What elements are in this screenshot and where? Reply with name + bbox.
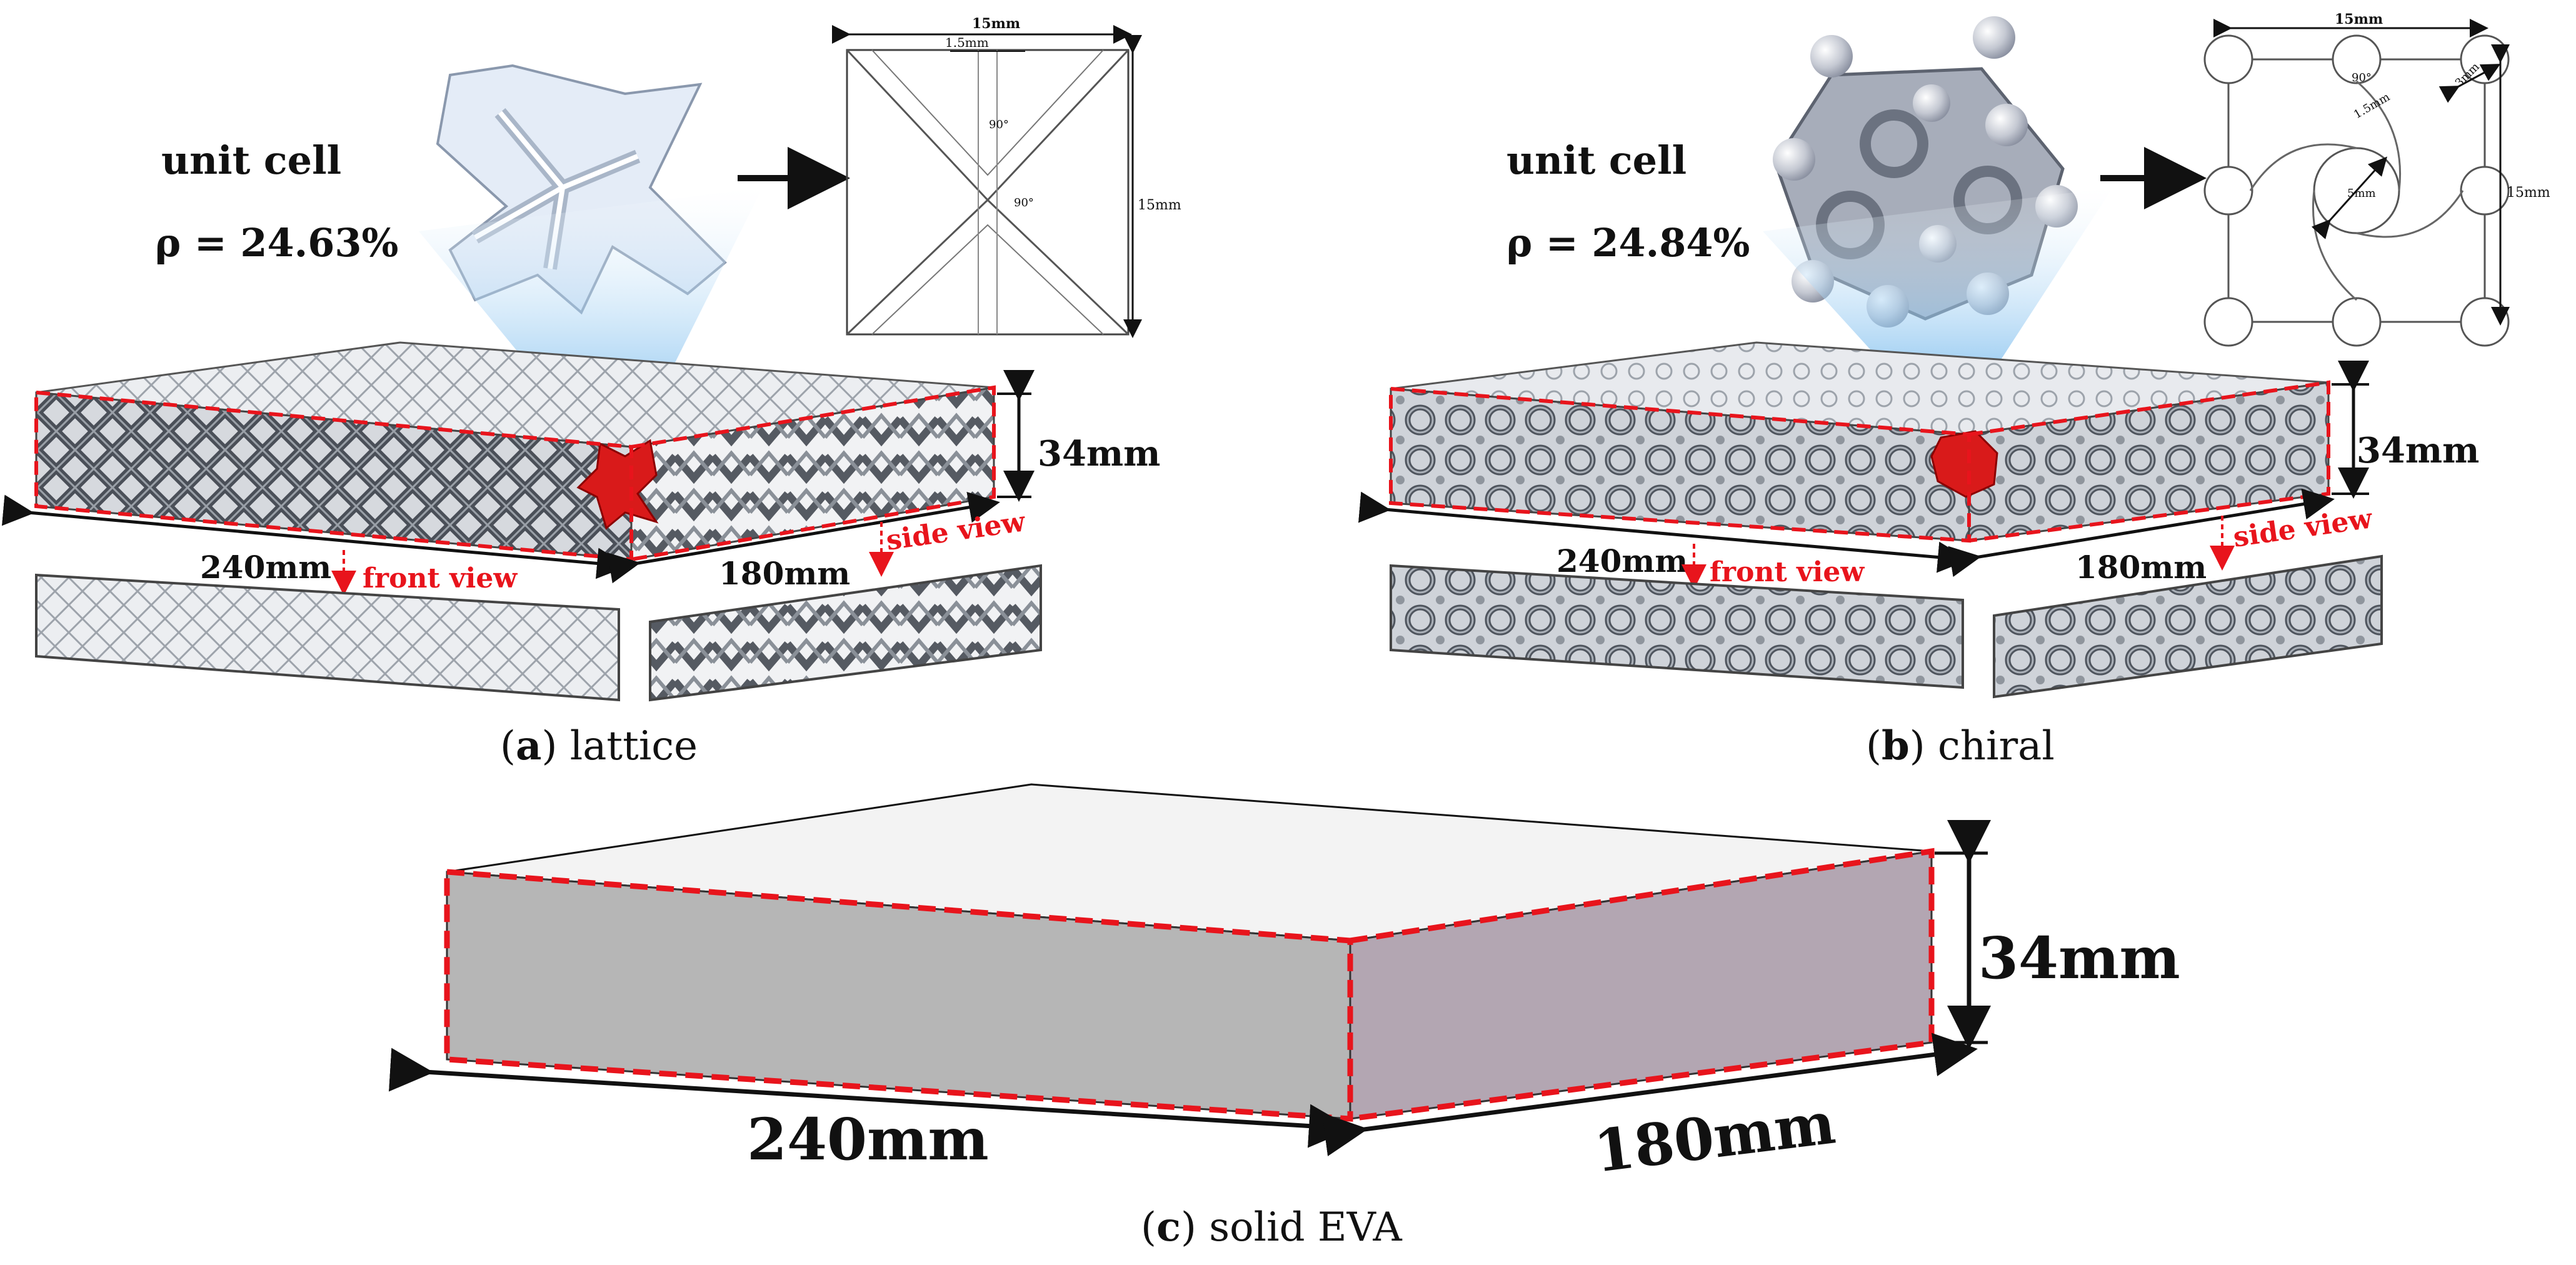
panel-b-unit-cell-drawing [2203,19,2510,347]
panel-b-projection-beam [1763,188,2113,438]
panel-b-density-label: ρ = 24.84% [1506,220,1750,266]
panel-b-drawing-ring-label: 5mm [2347,187,2376,200]
panel-c-length-label: 240mm [747,1106,989,1173]
panel-b-caption-letter: b [1882,722,1910,769]
panel-c-width-label: 180mm [1591,1089,1839,1186]
panel-a-drawing-strut-label: 1.5mm [945,35,989,50]
panel-c-caption-letter: c [1156,1204,1181,1251]
panel-a-angle-2-label: 90° [1014,196,1034,209]
panel-b-drawing-height-label: 15mm [2507,185,2550,201]
panel-a-drawing-width-label: 15mm [972,16,1020,32]
panel-a-width-label: 180mm [719,555,850,592]
panel-a-drawing-height-label: 15mm [1138,198,1181,213]
panel-a-dimension-lines [1,370,1035,584]
panel-c-solid-block [444,783,1935,1122]
panel-a-length-label: 240mm [200,549,331,586]
panel-a-side-view-strip [649,564,1042,702]
panel-a-density-label: ρ = 24.63% [155,220,398,266]
panel-a-front-view-strip [35,573,620,702]
panel-b-caption: (b) chiral [1866,722,2055,769]
panel-c-caption-text: solid EVA [1209,1204,1402,1251]
panel-c-solid-eva: 34mm 240mm 180mm (c) solid EVA [388,783,2180,1251]
panel-a-unit-cell-drawing [832,25,1142,338]
panel-b-side-view-label: side view [2231,502,2375,554]
panel-a-side-view-label: side view [884,506,1028,557]
panel-a-caption-letter: a [516,722,541,769]
panel-a-thickness-label: 34mm [1038,433,1160,474]
panel-b-length-label: 240mm [1556,542,1688,579]
panel-b-chiral-block [1389,341,2330,543]
panel-a-lattice: unit cell ρ = 24.63% 15mm 1.5mm 15mm 90°… [1,16,1181,769]
panel-c-dimension-lines [388,820,1991,1156]
panel-a-front-view-label: front view [363,562,518,594]
panel-a-caption-text: lattice [570,723,698,769]
panel-c-caption: (c) solid EVA [1141,1204,1402,1251]
panel-b-front-view-label: front view [1710,556,1865,588]
panel-b-width-label: 180mm [2075,549,2207,586]
panel-a-projection-beam [419,188,763,475]
panel-b-drawing-width-label: 15mm [2335,11,2383,28]
panel-c-thickness-label: 34mm [1978,924,2180,992]
panel-b-drawing-angle-label: 90° [2352,71,2372,84]
panel-b-dimension-lines [1358,361,2369,578]
panel-a-angle-1-label: 90° [989,118,1009,131]
panel-b-chiral: unit cell ρ = 24.84% [1358,11,2550,769]
panel-b-unit-cell-label: unit cell [1506,138,1686,183]
panel-a-caption: (a) lattice [500,722,698,769]
panel-b-front-view-strip [1390,564,1964,689]
panel-a-unit-cell-label: unit cell [161,138,341,183]
panel-b-side-view-strip [1993,554,2383,699]
panel-b-thickness-label: 34mm [2357,430,2479,471]
panel-b-caption-text: chiral [1938,723,2055,769]
